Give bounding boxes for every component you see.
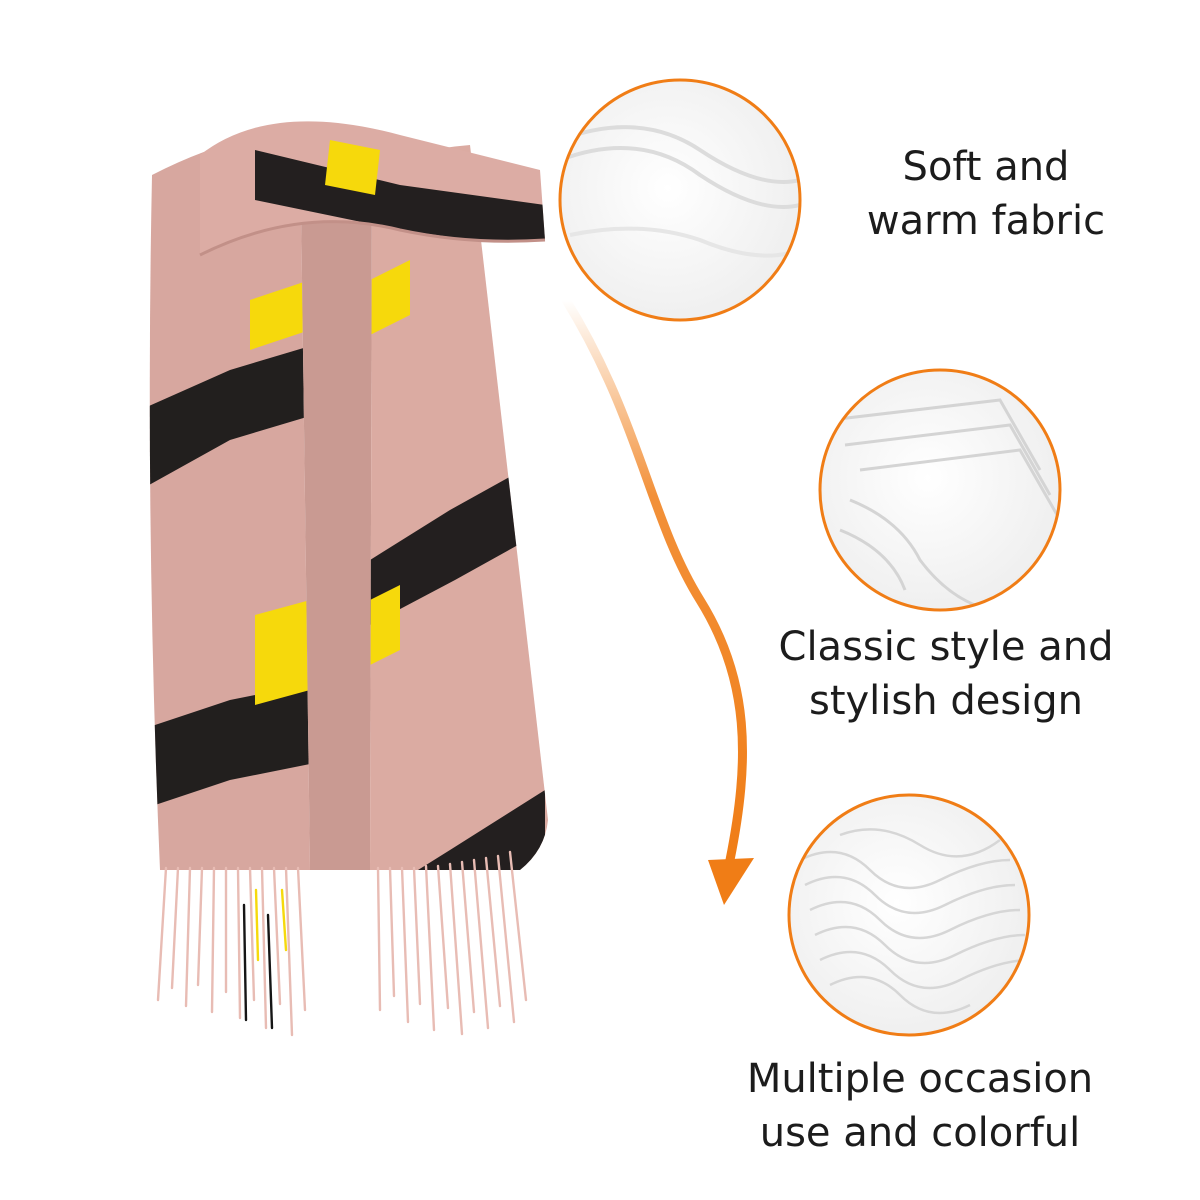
print-black-band <box>149 680 310 810</box>
soft-fabric-closeup-circle <box>558 78 802 322</box>
print-black-band <box>370 790 545 870</box>
print-yellow-band <box>255 600 310 705</box>
print-yellow-band <box>370 260 410 335</box>
feature-label-soft-fabric: Soft and warm fabric <box>866 144 1106 244</box>
print-yellow-band <box>250 280 310 350</box>
print-yellow-band <box>370 585 400 665</box>
orange-arrow-graphic <box>561 295 754 905</box>
feature-label-multiple-occasion: Multiple occasion use and colorful <box>746 1056 1094 1156</box>
scarf-image <box>149 121 548 1037</box>
print-black-band <box>370 460 545 625</box>
print-yellow-band <box>325 140 380 195</box>
folded-fabric-closeup-circle <box>818 368 1062 612</box>
arrow-head <box>708 858 754 905</box>
tassel-closeup-circle <box>787 793 1031 1037</box>
print-black-band <box>149 340 310 490</box>
scarf-fringe <box>156 850 528 1037</box>
feature-label-classic-style: Classic style and stylish design <box>778 624 1114 724</box>
